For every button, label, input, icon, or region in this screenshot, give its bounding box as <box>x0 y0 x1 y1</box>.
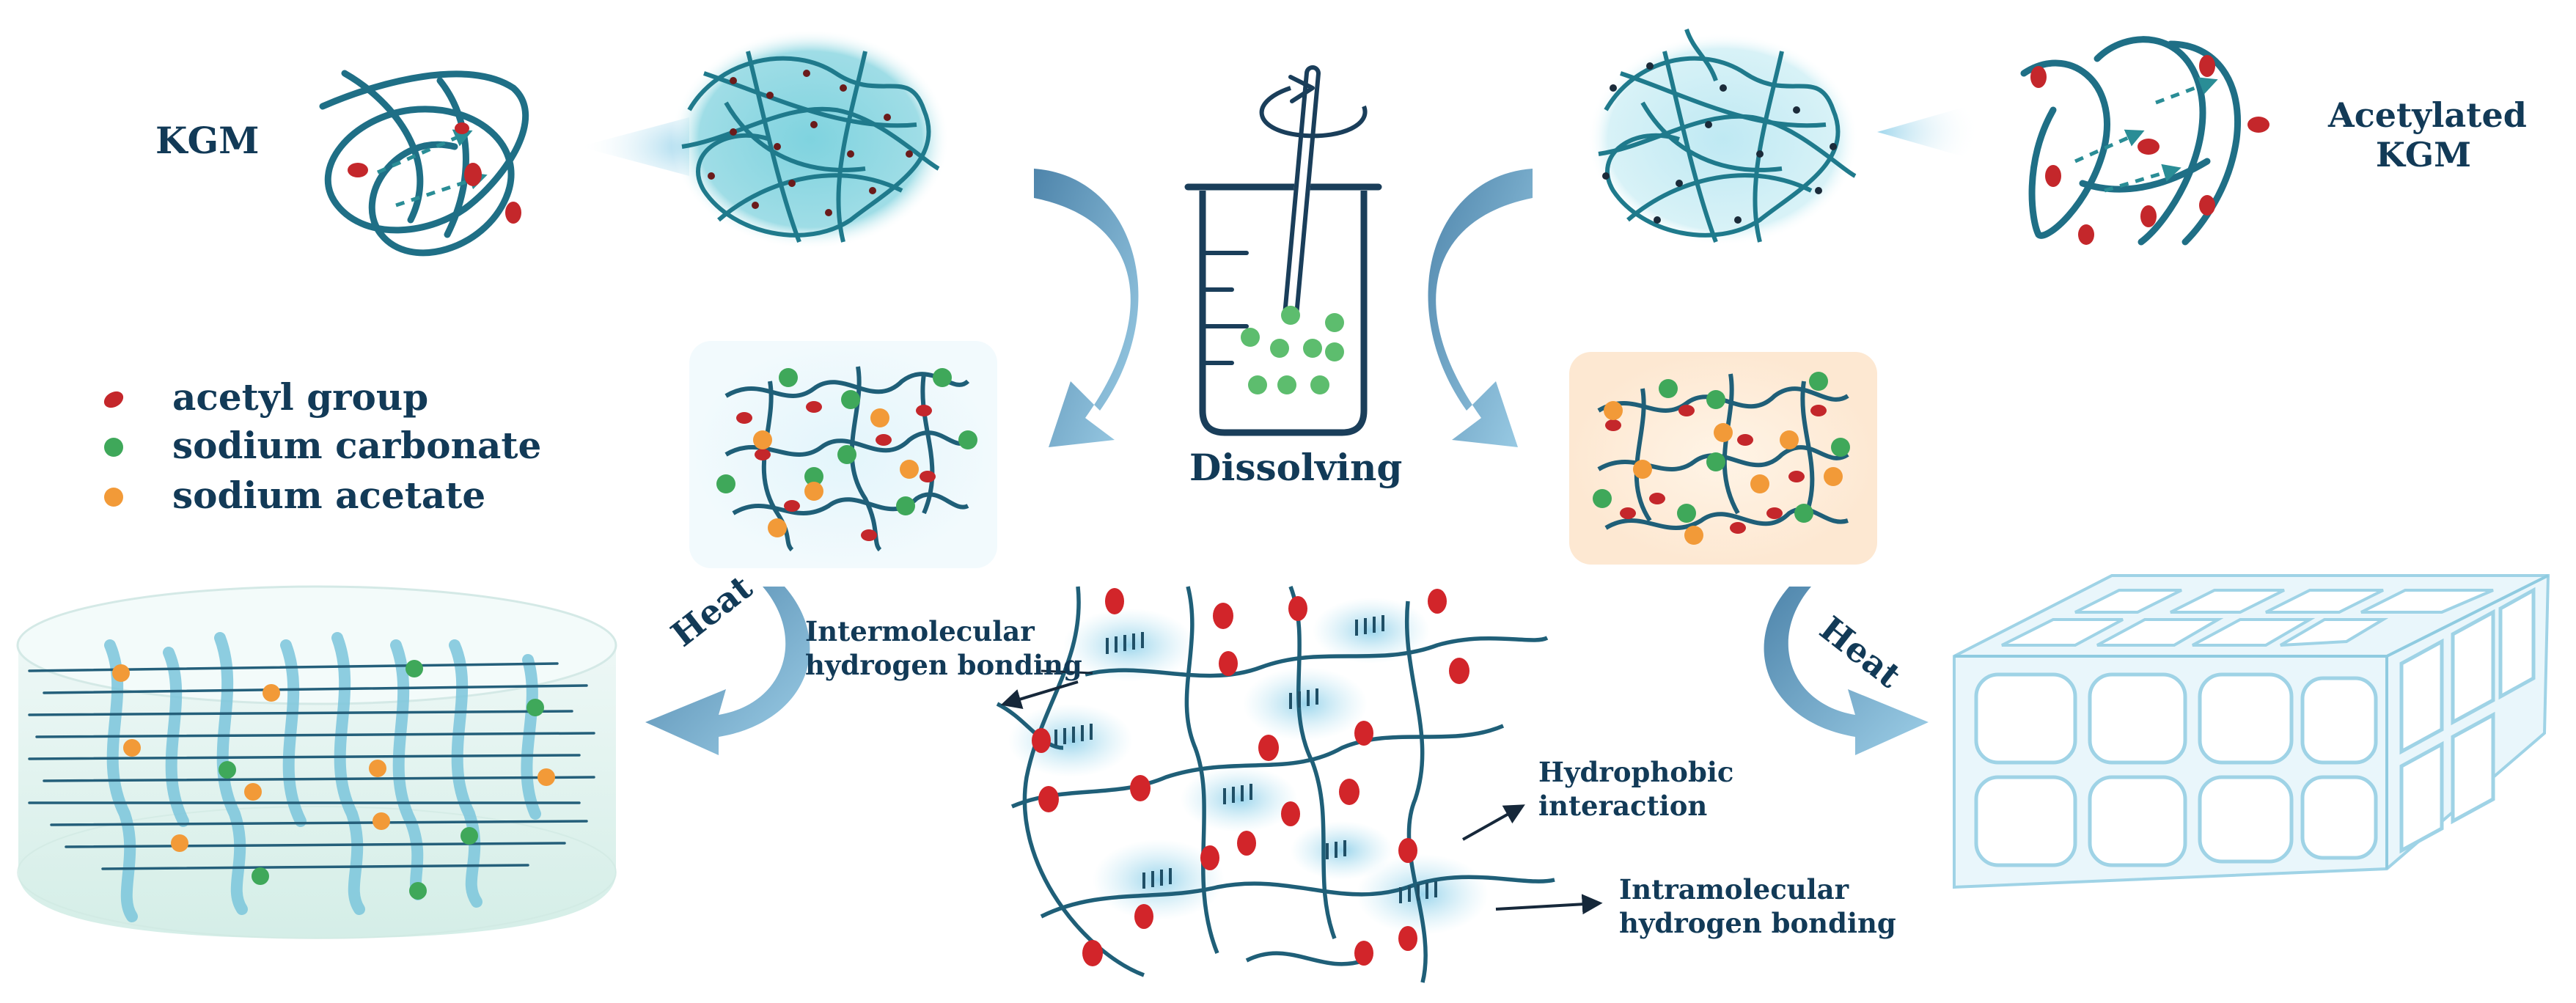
kgm-label: KGM <box>155 119 260 162</box>
hydrophobic-label: Hydrophobic interaction <box>1538 755 1733 823</box>
intramolecular-label: Intramolecular hydrogen bonding <box>1619 872 1896 941</box>
porous-block-icon <box>1953 574 2550 889</box>
hydrophobic-label-line1: Hydrophobic <box>1538 756 1734 788</box>
legend-item-sodium-acetate: sodium acetate <box>172 474 486 517</box>
solution-box-kgm <box>689 341 997 568</box>
heat-arrow-left <box>645 587 810 755</box>
dissolve-arrow-right <box>1428 169 1533 447</box>
acetylated-aggregate-icon <box>1588 29 1859 246</box>
beaker-icon <box>1184 65 1382 436</box>
intermolecular-label: Intermolecular hydrogen bonding <box>805 614 1082 683</box>
intermolecular-label-line2: hydrogen bonding <box>805 649 1082 682</box>
acetylated-kgm-label-line1: Acetylated <box>2328 95 2527 135</box>
dissolve-arrow-left <box>1034 169 1139 447</box>
solution-box-acetylated <box>1569 352 1877 565</box>
intramolecular-label-line1: Intramolecular <box>1619 873 1849 905</box>
hydrogel-cylinder-icon <box>16 585 617 939</box>
cone-right <box>1877 103 1980 161</box>
intermolecular-label-line1: Intermolecular <box>805 615 1035 647</box>
molecular-network <box>996 586 1603 983</box>
legend-markers <box>103 391 124 507</box>
heat-arrow-right <box>1764 587 1929 755</box>
legend-item-sodium-carbonate: sodium carbonate <box>172 424 542 467</box>
cone-left <box>579 117 689 176</box>
acetylated-kgm-label: Acetylated KGM <box>2328 95 2527 174</box>
dissolving-label: Dissolving <box>1189 446 1403 489</box>
acetylated-kgm-label-line2: KGM <box>2375 135 2472 174</box>
acetylated-kgm-chain-icon <box>2020 36 2241 246</box>
kgm-chain-icon <box>319 70 529 257</box>
intramolecular-label-line2: hydrogen bonding <box>1619 907 1896 940</box>
kgm-aggregate-icon <box>671 29 950 249</box>
hydrophobic-label-line2: interaction <box>1538 790 1708 823</box>
legend-item-acetyl-group: acetyl group <box>172 375 429 419</box>
